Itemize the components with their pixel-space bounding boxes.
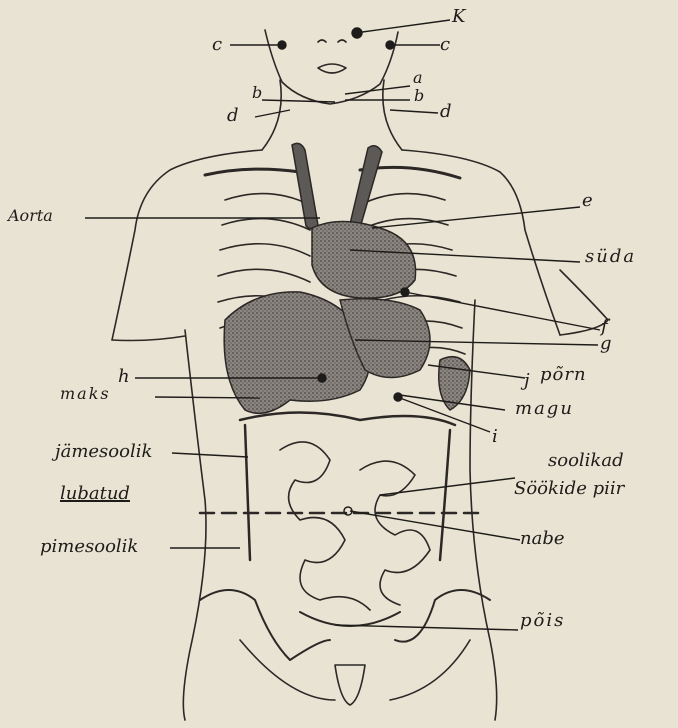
label-nabe: nabe xyxy=(520,530,565,548)
label-i: i xyxy=(492,428,498,446)
label-e: e xyxy=(582,192,593,210)
right-torso-side xyxy=(470,300,497,720)
label-maks: maks xyxy=(60,386,111,402)
spleen-shape xyxy=(439,357,470,410)
label-pois: põis xyxy=(520,612,565,630)
left-torso-side xyxy=(183,330,206,720)
label-c-right: c xyxy=(440,36,450,54)
label-b-left: b xyxy=(252,85,262,101)
label-suda: süda xyxy=(585,248,636,266)
label-pimesoolik: pimesoolik xyxy=(40,538,138,556)
label-b-right: b xyxy=(414,88,424,104)
label-lubatud: lubatud xyxy=(60,485,130,503)
mouth-outline xyxy=(318,64,346,73)
label-c-left: c xyxy=(212,36,222,54)
label-sookide-piir: Söökide piir xyxy=(514,480,624,498)
label-g: g xyxy=(600,335,612,353)
label-d-right: d xyxy=(440,103,452,121)
jaw-outline xyxy=(265,30,398,104)
neck-outline xyxy=(262,80,402,150)
left-arm-cut xyxy=(112,336,185,341)
label-jamesoolik: jämesoolik xyxy=(55,443,152,461)
label-a: a xyxy=(413,70,423,86)
label-h: h xyxy=(118,368,130,386)
label-magu: magu xyxy=(515,400,574,418)
label-k: K xyxy=(452,8,465,26)
label-porn: põrn xyxy=(540,366,587,384)
nose-outline xyxy=(318,40,346,42)
label-aorta: Aorta xyxy=(8,208,53,224)
label-d-left: d xyxy=(227,107,239,125)
heart-shape xyxy=(312,222,416,299)
label-soolikad: soolikad xyxy=(548,452,624,470)
label-j: j xyxy=(524,372,530,390)
